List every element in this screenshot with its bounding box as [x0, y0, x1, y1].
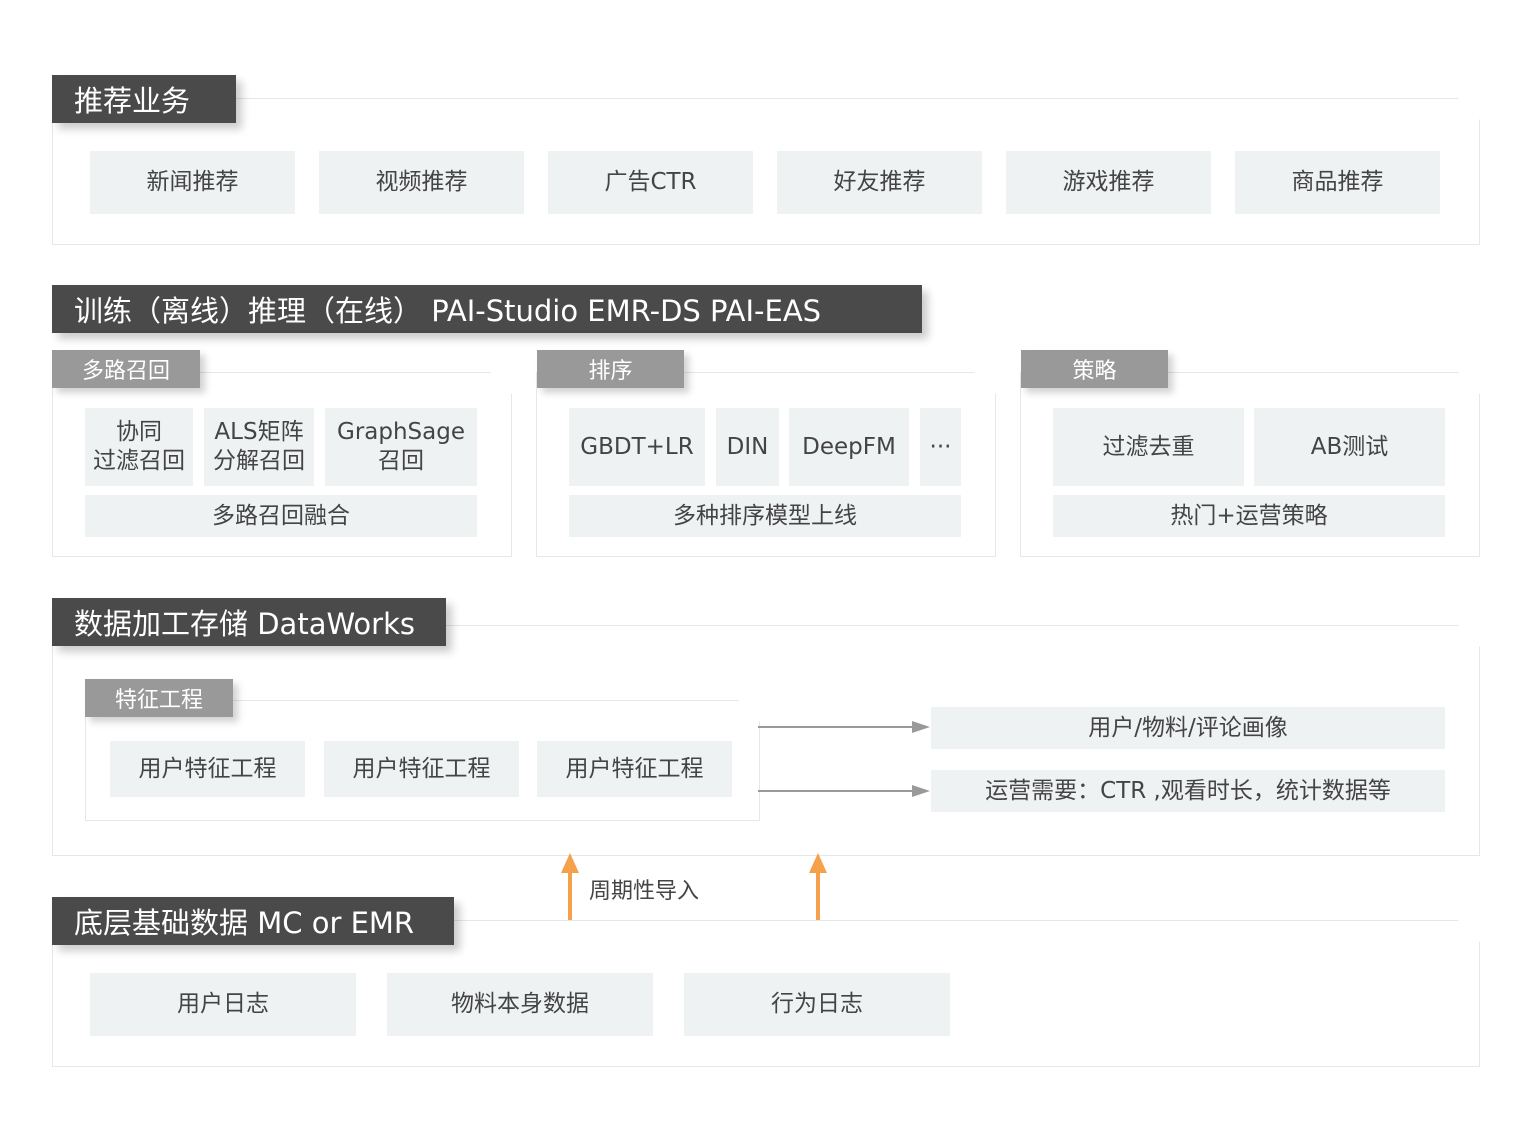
ranking-item-din[interactable]: DIN: [716, 408, 779, 486]
import-label: 周期性导入: [589, 879, 700, 904]
feature-item-2[interactable]: 用户特征工程: [324, 741, 519, 797]
output-profile[interactable]: 用户/物料/评论画像: [931, 707, 1445, 749]
ranking-item-deepfm[interactable]: DeepFM: [789, 408, 909, 486]
base-header: 底层基础数据 MC or EMR: [52, 897, 454, 945]
business-header: 推荐业务: [52, 75, 236, 123]
ranking-item-gbdt-lr[interactable]: GBDT+LR: [569, 408, 705, 486]
base-item-material-data[interactable]: 物料本身数据: [387, 973, 653, 1036]
recall-item-als[interactable]: ALS矩阵 分解召回: [204, 408, 314, 486]
business-item-news[interactable]: 新闻推荐: [90, 151, 295, 214]
base-item-user-log[interactable]: 用户日志: [90, 973, 356, 1036]
ranking-item-more[interactable]: ···: [920, 408, 961, 486]
base-item-behavior-log[interactable]: 行为日志: [684, 973, 950, 1036]
recall-item-cf[interactable]: 协同 过滤召回: [85, 408, 193, 486]
feature-item-3[interactable]: 用户特征工程: [537, 741, 732, 797]
arrow-to-profile-head: [912, 721, 930, 733]
training-header: 训练（离线）推理（在线） PAI-Studio EMR-DS PAI-EAS: [52, 285, 922, 333]
recall-merge[interactable]: 多路召回融合: [85, 495, 477, 537]
recall-header: 多路召回: [52, 350, 200, 388]
feature-header: 特征工程: [85, 679, 233, 717]
strategy-header: 策略: [1021, 350, 1168, 388]
business-item-friend[interactable]: 好友推荐: [777, 151, 982, 214]
ranking-footer[interactable]: 多种排序模型上线: [569, 495, 961, 537]
strategy-item-ab-test[interactable]: AB测试: [1254, 408, 1445, 486]
strategy-item-dedup[interactable]: 过滤去重: [1053, 408, 1244, 486]
arrow-to-ops-head: [912, 785, 930, 797]
import-arrow-left-head: [561, 853, 579, 873]
business-item-game[interactable]: 游戏推荐: [1006, 151, 1211, 214]
ranking-header: 排序: [537, 350, 684, 388]
business-item-video[interactable]: 视频推荐: [319, 151, 524, 214]
business-item-product[interactable]: 商品推荐: [1235, 151, 1440, 214]
business-item-ad-ctr[interactable]: 广告CTR: [548, 151, 753, 214]
output-ops-metrics[interactable]: 运营需要：CTR ,观看时长，统计数据等: [931, 770, 1445, 812]
feature-item-1[interactable]: 用户特征工程: [110, 741, 305, 797]
data-processing-header: 数据加工存储 DataWorks: [52, 598, 446, 646]
strategy-footer[interactable]: 热门+运营策略: [1053, 495, 1445, 537]
recall-item-graphsage[interactable]: GraphSage 召回: [325, 408, 477, 486]
import-arrow-right-head: [809, 853, 827, 873]
